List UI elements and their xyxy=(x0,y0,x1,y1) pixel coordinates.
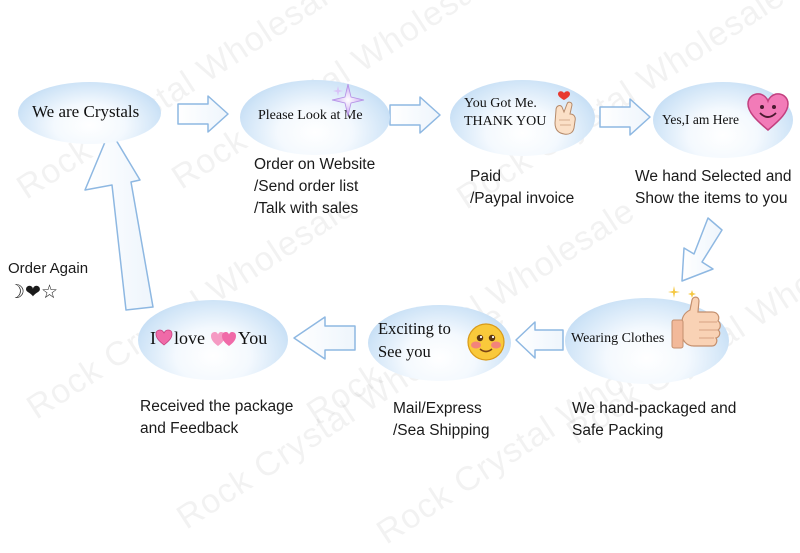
arrow-left-2 xyxy=(293,316,356,360)
step-4-caption: We hand Selected and Show the items to y… xyxy=(635,166,792,210)
step-6-label-line2: See you xyxy=(378,342,431,361)
order-again-label: Order Again xyxy=(8,260,89,277)
step-6-label-line1: Exciting to xyxy=(378,319,451,338)
step-6-caption: Mail/Express /Sea Shipping xyxy=(393,398,490,442)
arrow-right-2 xyxy=(389,96,441,134)
step-7-caption: Received the package and Feedback xyxy=(140,396,293,440)
step-3-label-line2: THANK YOU xyxy=(464,114,547,129)
caption-line: Received the package xyxy=(140,398,294,415)
caption-line: Safe Packing xyxy=(572,422,664,439)
caption-line: We hand Selected and xyxy=(635,168,792,185)
step-2-please-look: Please Look at Me xyxy=(240,80,390,155)
flow-arrows xyxy=(84,95,723,360)
caption-line: /Sea Shipping xyxy=(393,422,490,439)
smiling-heart-icon xyxy=(747,93,789,131)
caption-line: Order on Website xyxy=(254,156,376,173)
step-5-label: Wearing Clothes xyxy=(571,331,665,346)
arrow-right-1 xyxy=(177,95,229,133)
caption-line: and Feedback xyxy=(140,420,239,437)
step-4-yes-i-am-here: Yes,I am Here xyxy=(653,82,793,158)
step-5-caption: We hand-packaged and Safe Packing xyxy=(572,398,736,442)
arrow-right-3 xyxy=(599,98,651,136)
arrow-left-1 xyxy=(515,321,564,359)
double-heart-icon xyxy=(211,332,236,346)
step-3-caption: Paid /Paypal invoice xyxy=(470,166,574,210)
caption-line: /Paypal invoice xyxy=(470,190,575,207)
step-4-label: Yes,I am Here xyxy=(662,112,739,127)
step-2-caption: Order on Website /Send order list /Talk … xyxy=(254,154,375,220)
thumbs-up-icon xyxy=(668,286,721,349)
finger-heart-icon xyxy=(554,91,576,135)
pink-heart-icon xyxy=(155,329,173,346)
step-7-label-part3: You xyxy=(238,328,268,348)
caption-line: Show the items to you xyxy=(635,190,788,207)
step-2-label: Please Look at Me xyxy=(258,108,363,123)
caption-line: /Talk with sales xyxy=(254,200,359,217)
caption-line: Mail/Express xyxy=(393,400,482,417)
order-again-symbols: ☽❤☆ xyxy=(8,281,58,303)
arrow-down-left xyxy=(681,217,723,282)
blushing-face-icon xyxy=(467,323,505,361)
step-7-label-part1: I xyxy=(150,328,156,348)
step-3-label-line1: You Got Me. xyxy=(464,96,537,111)
arrow-up-big xyxy=(84,129,154,311)
step-6-exciting-to-see-you: Exciting to See you xyxy=(368,305,511,381)
caption-line: We hand-packaged and xyxy=(572,400,737,417)
caption-line: Paid xyxy=(470,168,502,185)
step-1-we-are-crystals: We are Crystals xyxy=(18,82,161,144)
sparkle-icon xyxy=(331,83,365,117)
caption-line: /Send order list xyxy=(254,178,359,195)
step-7-label-part2: love xyxy=(174,328,205,348)
step-1-label: We are Crystals xyxy=(32,102,140,121)
